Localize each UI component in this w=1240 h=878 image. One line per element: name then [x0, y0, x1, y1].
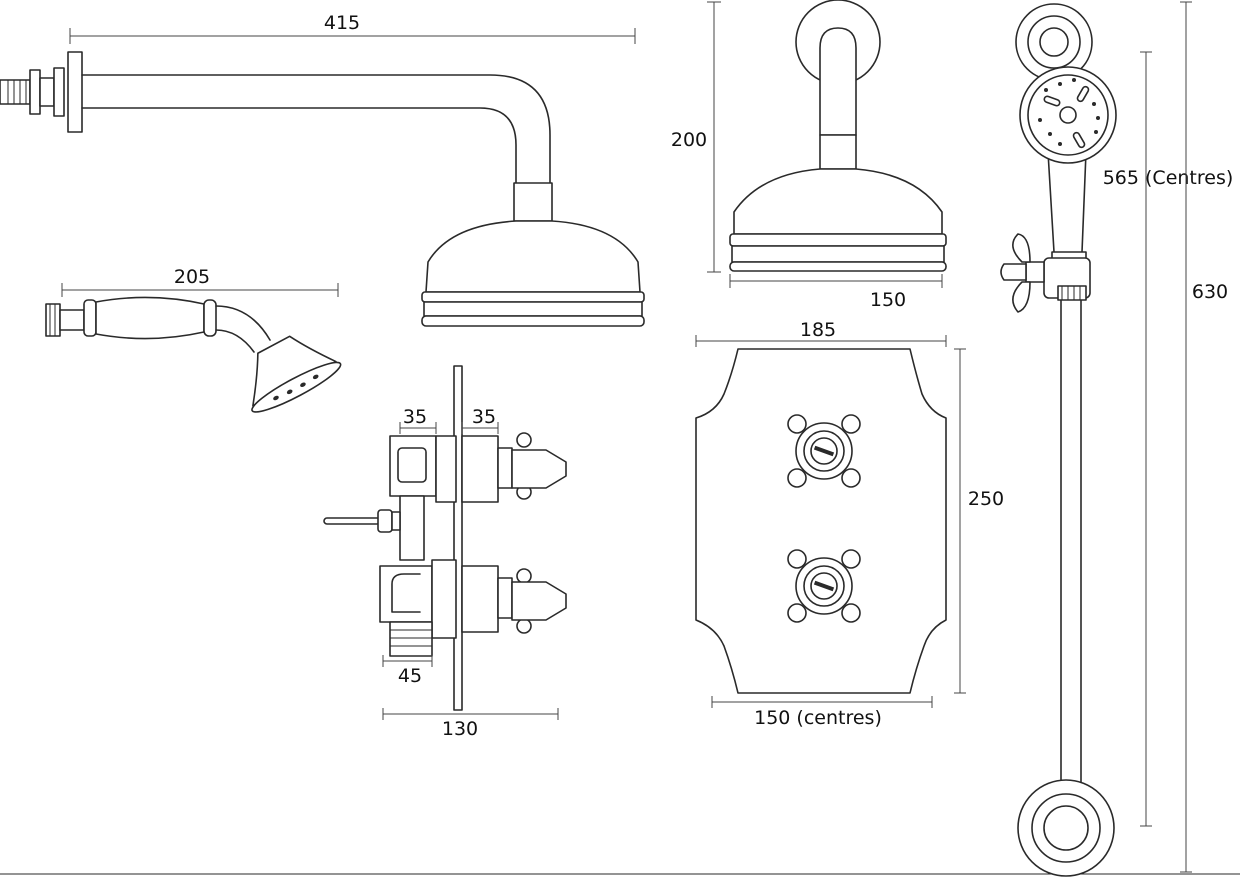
valve-upper-handle-top — [516, 432, 532, 448]
dim-valve-overall: 130 — [382, 708, 559, 740]
arm-thread-lines — [7, 80, 27, 104]
rail-handset-nozzles — [1038, 78, 1100, 149]
label-arm-length: 415 — [324, 12, 360, 34]
label-arm-height: 200 — [671, 129, 707, 151]
rail-slider-knob-arm-top — [1012, 233, 1031, 263]
valve-lower-handle-bottom — [516, 618, 532, 634]
rail-slider-clamp — [1057, 285, 1087, 301]
dim-valve-depth-a: 35 — [399, 406, 437, 434]
handset-side-view — [45, 296, 342, 413]
label-valve-depth-a: 35 — [403, 406, 427, 428]
wall-arm-side-view — [0, 51, 645, 327]
valve-upper-cartridge — [461, 435, 499, 503]
rail-top-rose-inner — [1039, 27, 1069, 57]
front-head-rim-upper — [729, 233, 947, 247]
handset-cone — [59, 309, 85, 331]
faceplate-outline — [695, 348, 947, 694]
head-rim-upper — [421, 291, 645, 303]
rail-handset-centre — [1059, 106, 1077, 124]
faceplate-upper-handle — [787, 414, 861, 488]
valve-lower-nut — [389, 621, 433, 657]
handset-neck-top — [215, 305, 271, 341]
dim-plate-width: 185 — [695, 319, 947, 347]
rail-slider-knob-stem — [1025, 261, 1045, 283]
label-plate-height: 250 — [968, 488, 1004, 510]
arm-nut-3 — [53, 67, 65, 117]
handset-neck-ring — [203, 299, 217, 337]
handset-thread — [45, 303, 61, 337]
head-rim-lower — [421, 315, 645, 327]
label-rail-overall: 630 — [1192, 281, 1228, 303]
valve-upper-inlet-port — [397, 447, 427, 483]
valve-key-grip — [377, 509, 393, 533]
arm-nut-1 — [29, 69, 41, 115]
label-valve-depth-b: 35 — [472, 406, 496, 428]
arm-wall-flange — [67, 51, 83, 133]
valve-key-shaft — [323, 517, 381, 525]
rail-bottom-rose-inner — [1043, 805, 1089, 851]
valve-key-stub — [391, 511, 401, 531]
slide-rail-kit — [1000, 3, 1117, 877]
arm-pipe-top — [81, 74, 551, 184]
front-head-dome — [733, 168, 943, 235]
valve-lower-cartridge — [461, 565, 499, 633]
label-plate-width: 185 — [800, 319, 836, 341]
dim-handset-length: 205 — [61, 266, 339, 297]
valve-faceplate-front — [695, 348, 947, 694]
front-arm — [819, 27, 857, 136]
arm-pipe-bottom — [81, 107, 517, 184]
valve-lower-handle-top — [516, 568, 532, 584]
rail-bar — [1060, 295, 1082, 797]
valve-lower-elbow — [391, 573, 421, 613]
front-head-band — [731, 245, 945, 263]
dim-head-diameter: 150 — [729, 274, 943, 311]
valve-upper-spindle — [497, 447, 513, 489]
label-valve-overall: 130 — [442, 718, 478, 740]
valve-upper-handle-body — [511, 449, 567, 489]
label-rail-centres: 565 (Centres) — [1103, 167, 1234, 189]
label-head-diameter: 150 — [870, 289, 906, 311]
faceplate-lower-handle — [787, 549, 861, 623]
valve-side-view — [323, 365, 567, 711]
arm-head-connector — [513, 182, 553, 222]
valve-lower-spindle — [497, 577, 513, 619]
dim-handle-centres: 150 (centres) — [711, 696, 933, 729]
shower-head-side — [425, 220, 641, 293]
front-head-rim-lower — [729, 261, 947, 272]
rail-slider-knob-arm-left — [1000, 263, 1027, 281]
handset-grip — [95, 296, 205, 340]
dim-valve-body: 45 — [382, 655, 433, 687]
front-connector — [819, 134, 857, 170]
shower-head-front-view — [729, 0, 947, 272]
valve-upper-collar — [435, 435, 457, 503]
rail-handset-grip — [1047, 147, 1087, 257]
handset-collar — [83, 299, 97, 337]
valve-mid-body — [399, 495, 425, 561]
handset-neck-bottom — [215, 329, 255, 353]
dim-arm-length: 415 — [69, 12, 636, 44]
head-rim-band — [423, 301, 643, 317]
valve-wall-plate — [453, 365, 463, 711]
label-handset-length: 205 — [174, 266, 210, 288]
valve-lower-handle-body — [511, 581, 567, 621]
valve-lower-collar — [431, 559, 457, 639]
handset-spray-head — [251, 335, 342, 413]
rail-slider-knob-arm-bottom — [1012, 281, 1031, 313]
dim-rail-centres: 565 (Centres) — [1103, 51, 1234, 827]
dim-plate-height: 250 — [954, 348, 1004, 694]
label-handle-centres: 150 (centres) — [754, 707, 882, 729]
label-valve-body: 45 — [398, 665, 422, 687]
dim-arm-height: 200 — [671, 1, 721, 273]
dim-rail-overall: 630 — [1180, 1, 1228, 873]
arm-nut-2 — [39, 77, 55, 107]
dim-valve-depth-b: 35 — [461, 406, 499, 434]
